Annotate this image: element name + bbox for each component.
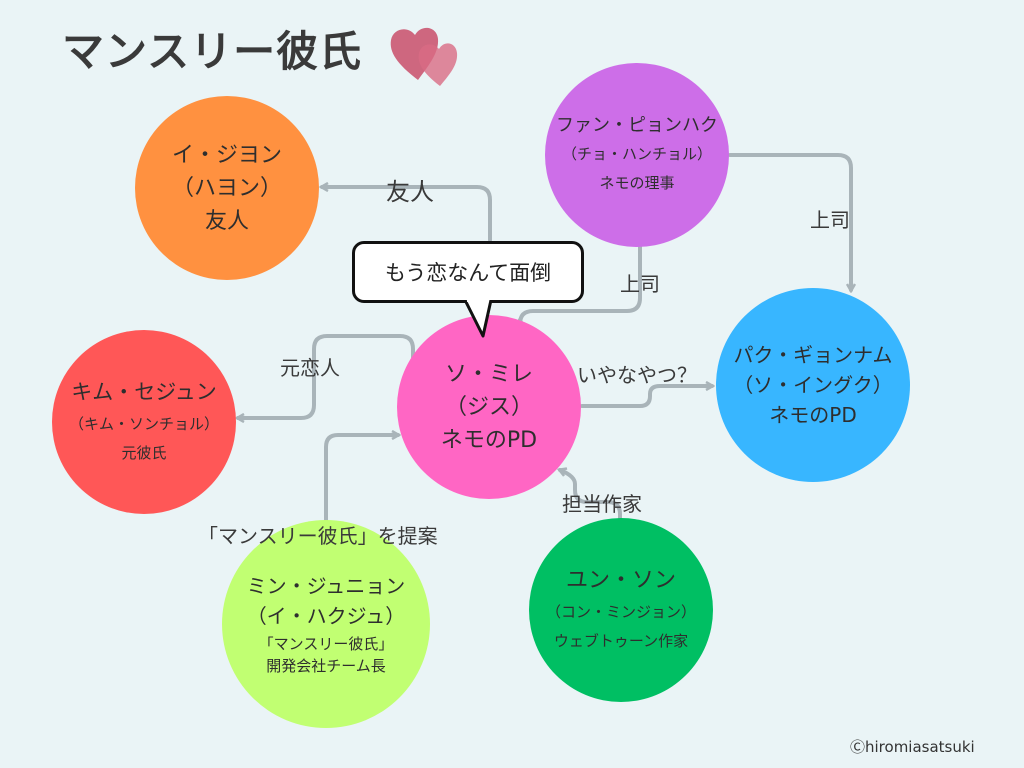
speech-bubble-tail: [463, 300, 493, 338]
edge-label-ex: 元恋人: [280, 356, 340, 380]
node-name: ファン・ピョンハク: [556, 115, 718, 137]
edge-label-proposal: 「マンスリー彼氏」を提案: [198, 524, 438, 548]
edge-boss-to-seo: [520, 243, 642, 324]
speech-bubble-text: もう恋なんて面倒: [384, 261, 552, 285]
node-actor: （コン・ミンジョン）: [545, 603, 696, 622]
node-lee-jiyeon: イ・ジヨン （ハヨン） 友人: [135, 96, 319, 280]
page-title: マンスリー彼氏: [62, 27, 363, 76]
edge-label-boss-park: 上司: [810, 208, 850, 232]
edge-label-boss-seo: 上司: [620, 272, 660, 296]
node-role-line2: 開発会社チーム長: [266, 657, 386, 675]
speech-bubble: もう恋なんて面倒: [352, 241, 584, 303]
node-role: 友人: [204, 208, 249, 234]
node-name: ミン・ジュニョン: [246, 573, 406, 598]
node-actor: （ジス）: [444, 394, 533, 420]
node-role: ネモのPD: [440, 427, 538, 453]
node-min: ミン・ジュニョン （イ・ハクジュ） 「マンスリー彼氏」 開発会社チーム長: [222, 520, 430, 728]
node-actor: （ソ・イングク）: [733, 373, 893, 397]
edge-dislike: [580, 386, 712, 408]
edge-proposal: [324, 435, 398, 522]
credit-text: Ⓒhiromiasatsuki: [850, 738, 975, 756]
node-park: パク・ギョンナム （ソ・イングク） ネモのPD: [716, 288, 910, 482]
node-role: ネモの理事: [599, 174, 675, 193]
edge-boss-to-park: [728, 153, 851, 290]
node-yun: ユン・ソン （コン・ミンジョン） ウェブトゥーン作家: [529, 518, 713, 702]
node-seo: ソ・ミレ （ジス） ネモのPD: [397, 315, 581, 499]
hearts-icon: [390, 27, 458, 86]
edge-ex: [238, 334, 415, 418]
node-name: イ・ジヨン: [171, 142, 282, 168]
node-actor: （ハヨン）: [171, 175, 282, 201]
edge-writer: [560, 470, 622, 522]
edge-friend: [322, 187, 492, 242]
node-role: ネモのPD: [769, 403, 857, 427]
node-role: ウェブトゥーン作家: [553, 632, 689, 651]
node-hwang: ファン・ピョンハク （チョ・ハンチョル） ネモの理事: [545, 63, 729, 247]
node-name: ソ・ミレ: [444, 361, 533, 387]
node-actor: （チョ・ハンチョル）: [561, 145, 712, 164]
node-actor: （イ・ハクジュ）: [246, 603, 406, 628]
edge-label-friend: 友人: [386, 178, 434, 206]
edge-label-writer: 担当作家: [562, 492, 642, 516]
node-role: 「マンスリー彼氏」: [258, 634, 394, 653]
node-actor: （キム・ソンチョル）: [68, 414, 219, 433]
node-name: キム・セジュン: [71, 380, 217, 404]
node-name: ユン・ソン: [565, 568, 676, 594]
edge-label-dislike: いやなやつ？: [577, 363, 697, 387]
node-kim: キム・セジュン （キム・ソンチョル） 元彼氏: [52, 330, 236, 514]
node-role: 元彼氏: [121, 443, 167, 462]
node-name: パク・ギョンナム: [733, 343, 893, 367]
